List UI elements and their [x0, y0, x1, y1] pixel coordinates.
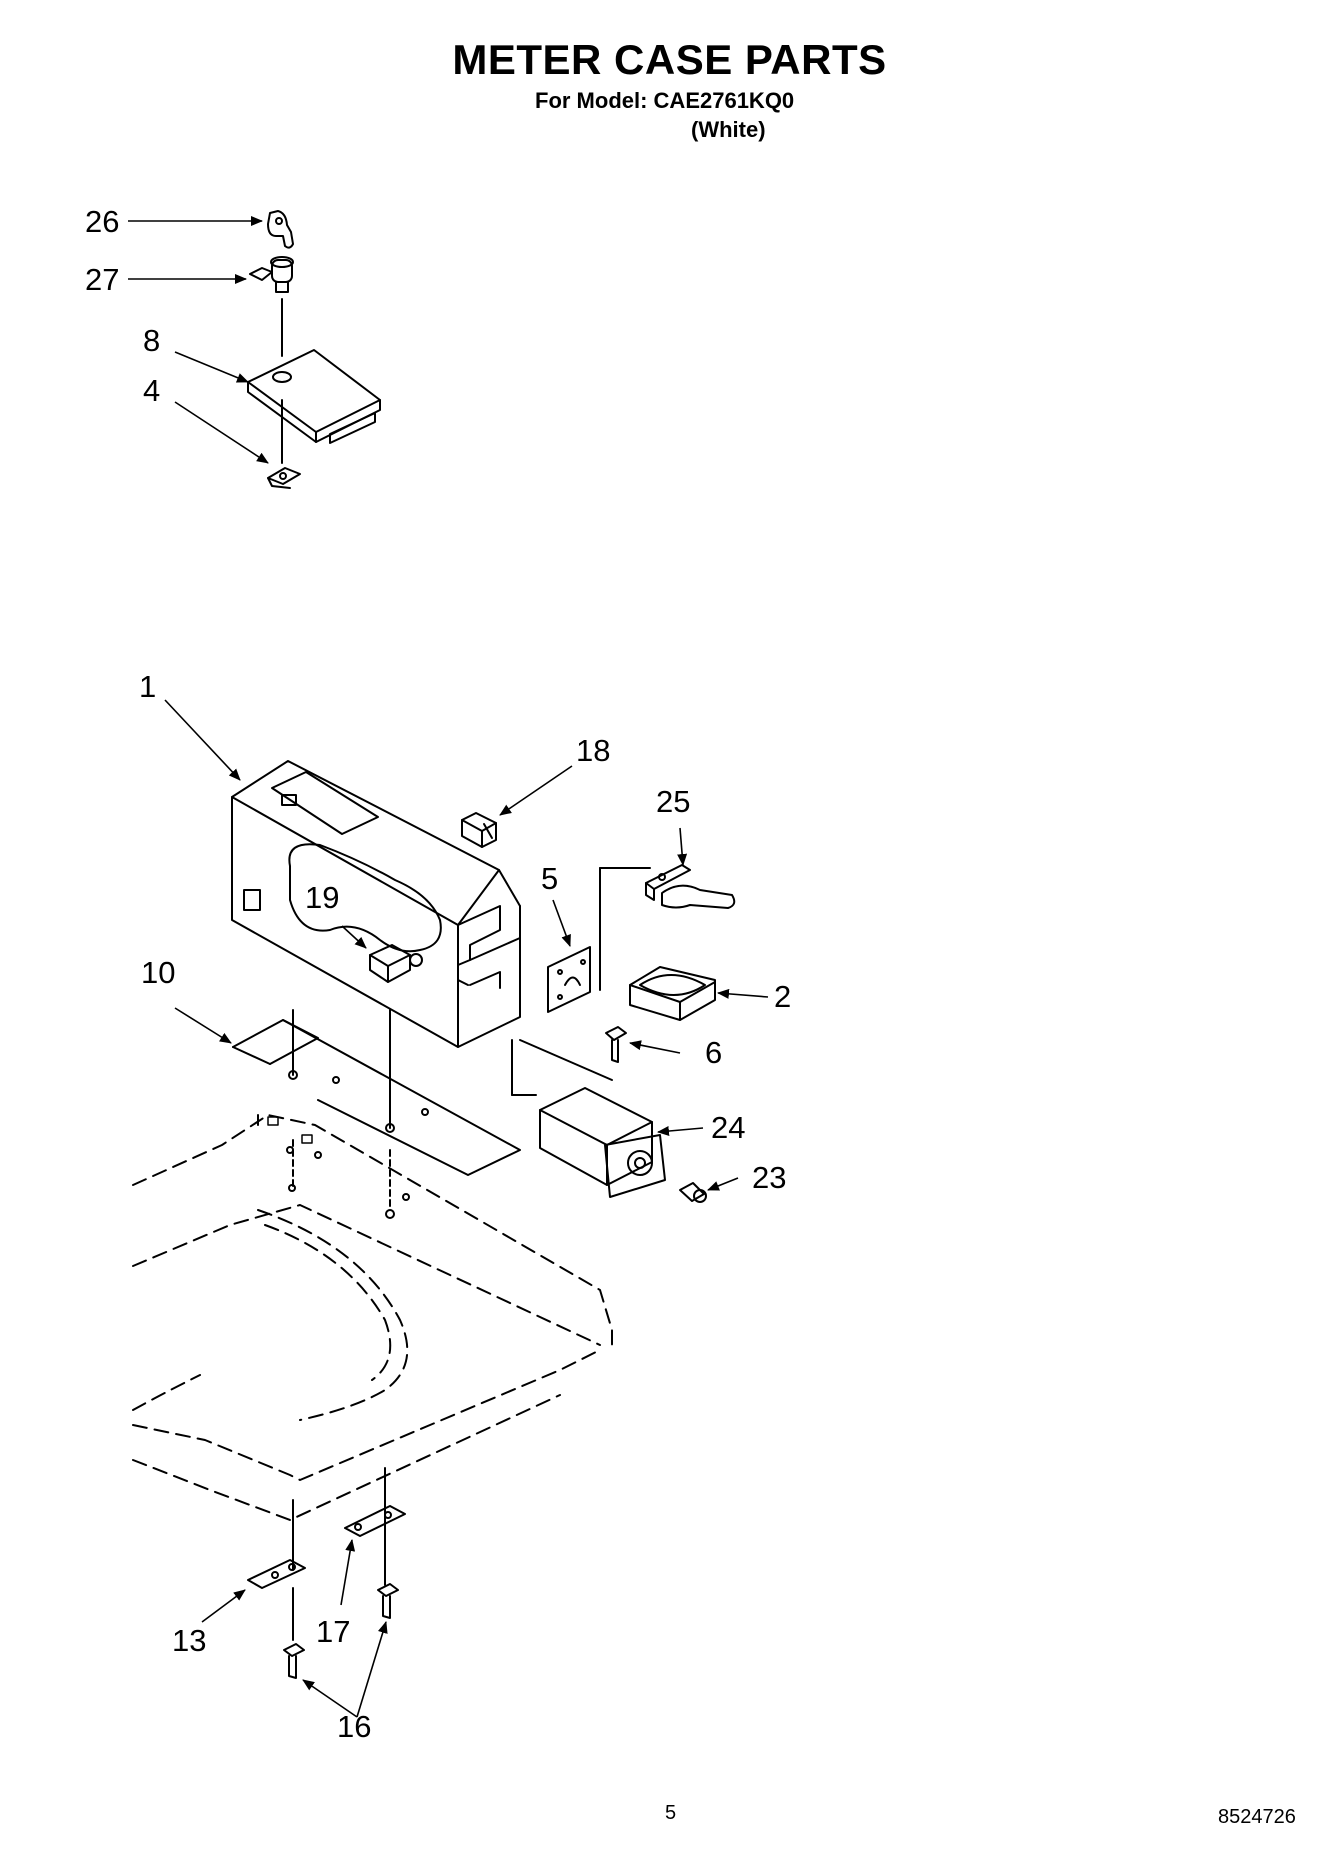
part-25-latch	[645, 864, 736, 909]
callout-26: 26	[85, 204, 119, 239]
callout-5: 5	[541, 861, 558, 896]
page-number: 5	[665, 1802, 677, 1824]
callout-labels: 26 27 8 4 1 18 25 5 19 10 2 6 24 23 13 1…	[85, 204, 791, 1744]
part-17-bracket	[344, 1505, 406, 1537]
outline-mark	[286, 1146, 294, 1154]
part-1-meter-case	[231, 760, 521, 1048]
callout-27: 27	[85, 262, 119, 297]
callout-10: 10	[141, 955, 175, 990]
leader-23	[707, 1177, 739, 1191]
leader-8	[174, 351, 249, 383]
outline-mark	[385, 1209, 395, 1219]
callout-17: 17	[316, 1614, 350, 1649]
callout-8: 8	[143, 323, 160, 358]
callout-24: 24	[711, 1110, 745, 1145]
part-8-cover-plate	[247, 349, 381, 444]
callout-leaders	[128, 216, 769, 1718]
part-27-lock-cylinder	[249, 256, 294, 293]
callout-19: 19	[305, 880, 339, 915]
leader-6	[629, 1040, 681, 1054]
callout-13: 13	[172, 1623, 206, 1658]
leader-13	[201, 1589, 246, 1623]
outline-mark	[314, 1151, 322, 1159]
part-24-coin-box	[539, 1087, 666, 1198]
part-18-rocker-switch	[461, 812, 497, 848]
part-19-switch	[369, 944, 423, 983]
leader-2	[717, 988, 769, 999]
callout-2: 2	[774, 979, 791, 1014]
callout-1: 1	[139, 669, 156, 704]
part-10-gasket-plate	[232, 1019, 521, 1176]
leader-18	[499, 765, 573, 816]
page-title: METER CASE PARTS	[452, 36, 887, 83]
leader-10	[174, 1007, 232, 1044]
leader-5	[552, 899, 571, 947]
leader-24	[657, 1126, 704, 1137]
model-line: For Model: CAE2761KQ0	[535, 88, 795, 113]
part-16-screw-right	[377, 1583, 399, 1619]
leader-19	[341, 925, 367, 949]
model-variant: (White)	[691, 117, 766, 142]
callout-4: 4	[143, 373, 160, 408]
washer-top-outline	[132, 1114, 613, 1521]
callout-18: 18	[576, 733, 610, 768]
part-5-bracket-plate	[547, 946, 591, 1013]
callout-23: 23	[752, 1160, 786, 1195]
leader-4	[174, 401, 269, 464]
leader-17	[340, 1539, 356, 1606]
part-2-cup	[629, 966, 716, 1021]
callout-25: 25	[656, 784, 690, 819]
outline-mark	[402, 1193, 410, 1201]
part-26-key	[267, 210, 294, 249]
outline-mark	[301, 1134, 313, 1144]
part-23-key-lock	[679, 1182, 707, 1203]
part-13-bracket	[247, 1559, 306, 1589]
leader-25	[677, 827, 688, 866]
document-number: 8524726	[1218, 1806, 1296, 1828]
callout-16: 16	[337, 1709, 371, 1744]
leader-16a	[302, 1679, 358, 1718]
assembly-line	[519, 1039, 613, 1081]
part-16-screw-left	[283, 1643, 305, 1679]
outline-mark	[267, 1116, 279, 1126]
part-6-screw	[605, 1026, 627, 1063]
outline-mark	[288, 1184, 296, 1192]
part-4-clip	[267, 467, 301, 489]
leader-16b	[356, 1621, 388, 1718]
leader-1	[164, 699, 241, 781]
callout-6: 6	[705, 1035, 722, 1070]
